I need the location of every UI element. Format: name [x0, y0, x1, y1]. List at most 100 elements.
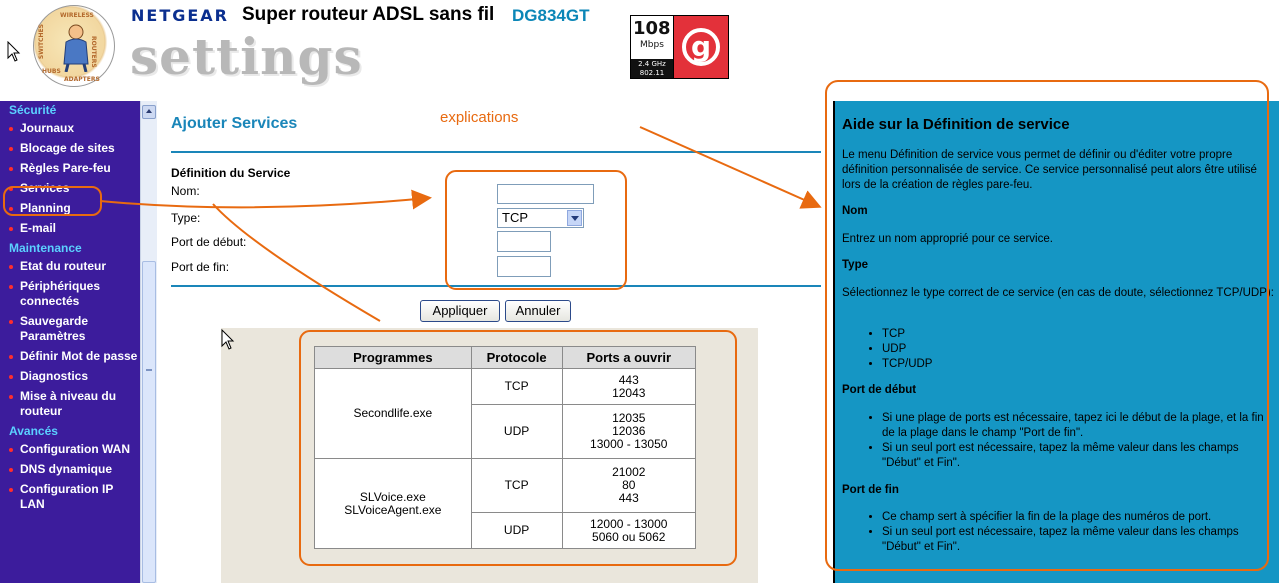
help-panel: Aide sur la Définition de service Le men… — [833, 101, 1279, 583]
menu-item[interactable]: Configuration IP LAN — [0, 480, 140, 515]
program-name: SLVoiceAgent.exe — [344, 502, 442, 517]
menu-item[interactable]: Définir Mot de passe — [0, 347, 140, 367]
badge-band-line: 2.4 GHz — [638, 60, 666, 68]
column-header: Programmes — [314, 346, 472, 369]
divider — [171, 151, 821, 153]
scroll-thumb[interactable] — [142, 261, 156, 583]
badge-band: 2.4 GHz 802.11 — [631, 59, 673, 78]
protocol-cell: UDP — [470, 512, 563, 549]
port-value: 12043 — [612, 385, 646, 400]
list-item: TCP — [882, 327, 1274, 342]
name-label: Nom: — [171, 184, 200, 198]
type-select-value: TCP — [502, 210, 528, 225]
port-value: 12000 - 13000 — [590, 516, 668, 531]
program-cell: Secondlife.exe — [314, 368, 472, 459]
menu-item[interactable]: DNS dynamique — [0, 460, 140, 480]
help-start-list: Si une plage de ports est nécessaire, ta… — [842, 411, 1274, 471]
badge-unit: Mbps — [640, 40, 664, 50]
column-header: Protocole — [470, 346, 563, 369]
menu-section-heading: Sécurité — [9, 103, 57, 117]
help-heading-end: Port de fin — [842, 484, 899, 496]
list-item: Ce champ sert à spécifier la fin de la p… — [882, 510, 1274, 525]
help-heading-start: Port de début — [842, 384, 917, 396]
cancel-button[interactable]: Annuler — [505, 300, 571, 322]
scroll-up-button[interactable] — [142, 105, 156, 119]
column-header: Ports a ouvrir — [561, 346, 696, 369]
mouse-cursor-icon — [221, 329, 235, 350]
protocol-cell: UDP — [470, 404, 563, 459]
help-intro: Le menu Définition de service vous perme… — [842, 149, 1257, 191]
logo-text: ROUTERS — [90, 36, 97, 68]
protocol-cell: TCP — [470, 368, 563, 405]
logo-text: HUBS — [42, 68, 61, 75]
annotation-label: explications — [440, 109, 519, 126]
settings-banner: settings — [130, 27, 363, 86]
apply-button[interactable]: Appliquer — [420, 300, 500, 322]
menu-item[interactable]: Configuration WAN — [0, 440, 140, 460]
menu-item[interactable]: E-mail — [0, 219, 140, 239]
menu-item[interactable]: Sauvegarde Paramètres — [0, 312, 140, 347]
chevron-down-icon[interactable] — [567, 210, 582, 226]
list-item: TCP/UDP — [882, 357, 1274, 372]
divider — [171, 285, 821, 287]
name-input[interactable] — [497, 184, 594, 204]
start-port-input[interactable] — [497, 231, 551, 252]
logo-text: ADAPTERS — [64, 76, 100, 83]
list-item: Si un seul port est nécessaire, tapez la… — [882, 525, 1274, 555]
list-item: UDP — [882, 342, 1274, 357]
port-value: 443 — [618, 491, 639, 505]
list-item: Si un seul port est nécessaire, tapez la… — [882, 441, 1274, 471]
logo-text: WIRELESS — [60, 12, 94, 19]
end-port-label: Port de fin: — [171, 260, 230, 274]
port-value: 443 — [618, 372, 639, 387]
help-type-text: Sélectionnez le type correct de ce servi… — [842, 287, 1274, 299]
menu-item[interactable]: Périphériques connectés — [0, 277, 140, 312]
menu-item[interactable]: Règles Pare-feu — [0, 159, 140, 179]
main-content: Ajouter Services Définition du Service N… — [157, 101, 833, 583]
menu-item[interactable]: Diagnostics — [0, 367, 140, 387]
logo-text: SWITCHES — [38, 24, 45, 60]
brand-name: NETGEAR — [131, 6, 229, 25]
help-nom-text: Entrez un nom approprié pour ce service. — [842, 233, 1053, 245]
help-heading-nom: Nom — [842, 205, 868, 217]
menu-item[interactable]: Blocage de sites — [0, 139, 140, 159]
header: WIRELESS ROUTERS SWITCHES ADAPTERS HUBS … — [0, 0, 1279, 101]
port-value: 5060 ou 5062 — [592, 529, 666, 544]
scroll-grip-icon — [146, 369, 152, 371]
page-title: Ajouter Services — [171, 115, 298, 132]
section-title: Définition du Service — [171, 166, 291, 180]
protocol-cell: TCP — [470, 458, 563, 513]
model-name: DG834GT — [512, 6, 590, 25]
program-name: Secondlife.exe — [353, 406, 433, 420]
mouse-cursor-icon — [7, 41, 21, 62]
menu-item[interactable]: Etat du routeur — [0, 257, 140, 277]
help-type-options: TCP UDP TCP/UDP — [842, 327, 1274, 372]
badge-band-line: 802.11 — [639, 69, 665, 77]
menu-item[interactable]: Journaux — [0, 119, 140, 139]
menu-item[interactable]: Planning — [0, 199, 140, 219]
menu-section-heading: Avancés — [9, 424, 58, 438]
badge-letter: g — [682, 28, 720, 66]
menu-item[interactable]: Services — [0, 179, 140, 199]
speed-badge: 108 Mbps 2.4 GHz 802.11 g — [630, 15, 729, 79]
end-port-input[interactable] — [497, 256, 551, 277]
menu-scrollbar[interactable] — [140, 101, 157, 583]
badge-number: 108 — [633, 18, 671, 39]
type-select[interactable]: TCP — [497, 208, 584, 228]
help-title: Aide sur la Définition de service — [842, 116, 1070, 133]
port-value: 13000 - 13050 — [590, 437, 668, 451]
netgear-logo: WIRELESS ROUTERS SWITCHES ADAPTERS HUBS — [33, 5, 115, 87]
help-end-list: Ce champ sert à spécifier la fin de la p… — [842, 510, 1274, 555]
menu-item[interactable]: Mise à niveau du routeur — [0, 387, 140, 422]
type-label: Type: — [171, 211, 201, 225]
